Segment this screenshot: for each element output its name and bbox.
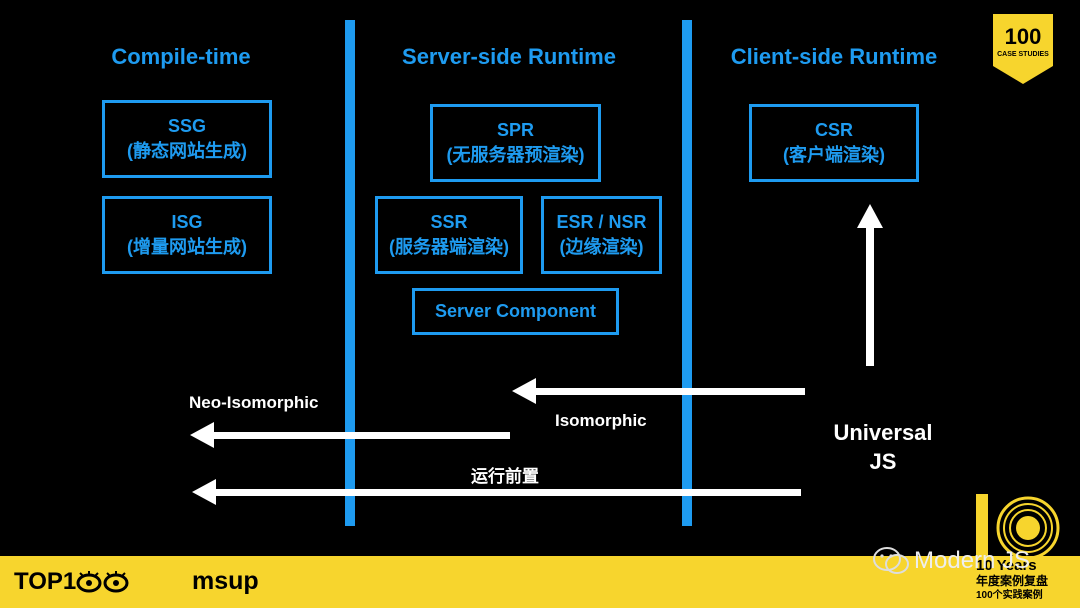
cases-text: 100个实践案例 bbox=[976, 590, 1043, 601]
server-component-box: Server Component bbox=[412, 288, 619, 335]
spr-subtitle: (无服务器预渲染) bbox=[446, 145, 585, 165]
preprocess-arrow-head bbox=[192, 479, 216, 505]
csr-title: CSR bbox=[814, 120, 853, 140]
divider-left bbox=[345, 20, 355, 526]
csr-subtitle: (客户端渲染) bbox=[783, 145, 885, 165]
years-word: Years bbox=[996, 557, 1037, 574]
top100-eyes-icon bbox=[76, 571, 129, 593]
esr-title: ESR / NSR bbox=[556, 212, 647, 232]
ssg-box: SSG (静态网站生成) bbox=[102, 100, 272, 178]
esr-nsr-box: ESR / NSR (边缘渲染) bbox=[541, 196, 662, 274]
case-studies-badge: 100 CASE STUDIES bbox=[993, 14, 1053, 84]
years-number: 10 bbox=[976, 557, 993, 574]
column-title-compile-time: Compile-time bbox=[111, 44, 251, 69]
spr-box: SPR (无服务器预渲染) bbox=[430, 104, 601, 182]
ssr-title: SSR bbox=[430, 212, 468, 232]
msup-logo: msup bbox=[192, 567, 259, 595]
wechat-icon bbox=[873, 547, 909, 574]
top100-logo: TOP1 bbox=[14, 568, 130, 596]
universal-line-2: JS bbox=[869, 449, 897, 474]
ssr-subtitle: (服务器端渲染) bbox=[389, 237, 509, 257]
ten-years-text: 10 Years 年度案例复盘 100个实践案例 bbox=[976, 558, 1076, 603]
badge-number: 100 bbox=[1005, 24, 1042, 49]
spr-title: SPR bbox=[496, 120, 534, 140]
isomorphic-arrow-line bbox=[534, 388, 805, 395]
column-title-server-side-runtime: Server-side Runtime bbox=[402, 44, 616, 69]
watermark-text: Modern JS bbox=[914, 547, 1031, 574]
server-component-title: Server Component bbox=[434, 301, 597, 321]
column-title-client-side-runtime: Client-side Runtime bbox=[730, 44, 938, 69]
ssg-title: SSG bbox=[167, 116, 206, 136]
divider-right bbox=[682, 20, 692, 526]
isg-title: ISG bbox=[171, 212, 203, 232]
isg-box: ISG (增量网站生成) bbox=[102, 196, 272, 274]
neo-isomorphic-label: Neo-Isomorphic bbox=[189, 393, 319, 412]
ssg-subtitle: (静态网站生成) bbox=[127, 141, 247, 161]
universal-line-1: Universal bbox=[833, 420, 933, 445]
preprocess-arrow-line bbox=[214, 489, 801, 496]
esr-subtitle: (边缘渲染) bbox=[559, 237, 644, 257]
csr-arrow-head bbox=[857, 204, 883, 228]
preprocess-label: 运行前置 bbox=[471, 467, 539, 486]
isomorphic-arrow-head bbox=[512, 378, 536, 404]
badge-text: CASE STUDIES bbox=[997, 51, 1049, 58]
neo-isomorphic-arrow-head bbox=[190, 422, 214, 448]
csr-box: CSR (客户端渲染) bbox=[749, 104, 919, 182]
footer-bar: TOP1 msup 10 Years 年度案例复盘 100个实践案例 bbox=[0, 556, 1080, 608]
neo-isomorphic-arrow-line bbox=[212, 432, 510, 439]
review-text: 年度案例复盘 bbox=[976, 574, 1049, 588]
isg-subtitle: (增量网站生成) bbox=[127, 237, 247, 257]
isomorphic-label: Isomorphic bbox=[555, 411, 647, 430]
wechat-watermark: Modern JS bbox=[872, 546, 1030, 576]
ssr-box: SSR (服务器端渲染) bbox=[375, 196, 523, 274]
universal-js-label: Universal JS bbox=[820, 418, 946, 476]
top100-text: TOP1 bbox=[14, 568, 77, 595]
csr-arrow-line bbox=[866, 226, 874, 366]
